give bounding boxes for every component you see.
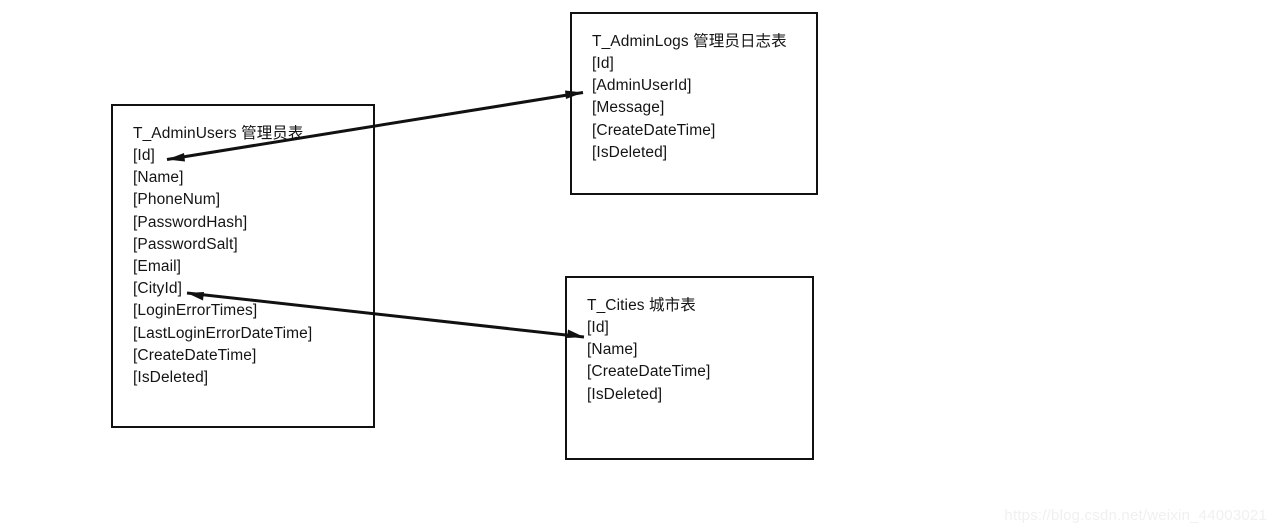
field-item: [CityId]	[133, 280, 183, 298]
field-list-cities: [Id] [Name] [CreateDateTime] [IsDeleted]	[587, 317, 808, 406]
field-item: [PasswordSalt]	[133, 235, 238, 253]
field-item: [Id]	[592, 55, 614, 72]
field-item: [Message]	[592, 99, 665, 117]
field-item: [IsDeleted]	[133, 369, 209, 387]
entity-box-adminlogs[interactable]: T_AdminLogs 管理员日志表 [Id] [AdminUserId] [M…	[570, 12, 818, 195]
field-list-adminusers: [Id] [Name] [PhoneNum] [PasswordHash] [P…	[133, 145, 369, 389]
entity-title-adminlogs: T_AdminLogs 管理员日志表	[592, 33, 787, 50]
field-item: [IsDeleted]	[592, 143, 668, 161]
field-item: [Email]	[133, 258, 182, 276]
field-item: [Name]	[587, 341, 638, 359]
field-item: [LastLoginErrorDateTime]	[133, 324, 313, 342]
entity-content-adminlogs: T_AdminLogs 管理员日志表 [Id] [AdminUserId] [M…	[592, 31, 812, 164]
field-item: [CreateDateTime]	[592, 121, 716, 139]
entity-content-cities: T_Cities 城市表 [Id] [Name] [CreateDateTime…	[587, 295, 808, 406]
field-item: [LoginErrorTimes]	[133, 302, 258, 320]
entity-box-adminusers[interactable]: T_AdminUsers 管理员表 [Id] [Name] [PhoneNum]…	[111, 104, 375, 428]
entity-title-cities: T_Cities 城市表	[587, 297, 696, 314]
field-item: [PasswordHash]	[133, 213, 248, 231]
field-item: [AdminUserId]	[592, 77, 692, 95]
entity-title-adminusers: T_AdminUsers 管理员表	[133, 125, 304, 142]
field-list-adminlogs: [Id] [AdminUserId] [Message] [CreateDate…	[592, 53, 812, 164]
field-item: [IsDeleted]	[587, 385, 663, 403]
field-item: [Id]	[133, 147, 155, 164]
field-item: [Id]	[587, 319, 609, 336]
field-item: [CreateDateTime]	[587, 363, 711, 381]
entity-content-adminusers: T_AdminUsers 管理员表 [Id] [Name] [PhoneNum]…	[133, 123, 369, 389]
field-item: [CreateDateTime]	[133, 346, 257, 364]
field-item: [Name]	[133, 169, 184, 187]
entity-box-cities[interactable]: T_Cities 城市表 [Id] [Name] [CreateDateTime…	[565, 276, 814, 460]
field-item: [PhoneNum]	[133, 191, 221, 209]
watermark-text: https://blog.csdn.net/weixin_44003021	[1004, 507, 1267, 524]
